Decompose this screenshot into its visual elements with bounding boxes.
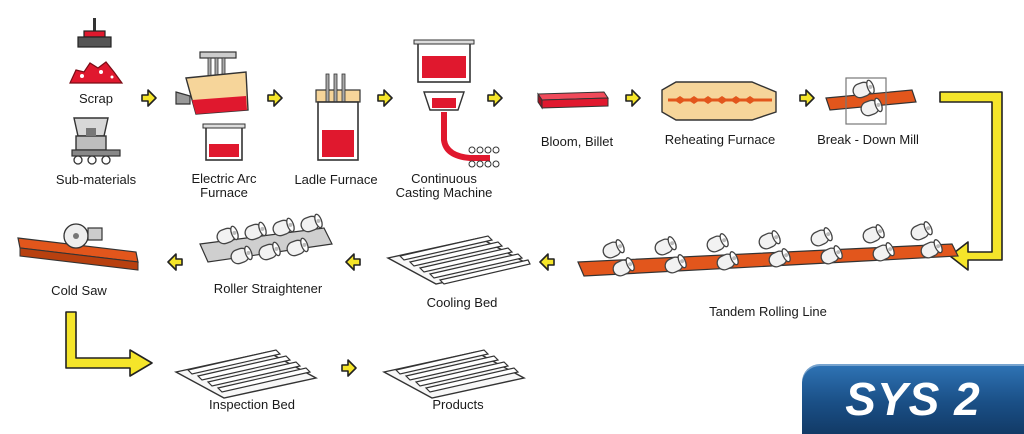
flow-arrow-icon bbox=[341, 359, 357, 377]
reheating-furnace-icon bbox=[661, 81, 777, 121]
ladle-small-icon bbox=[202, 123, 246, 161]
electric-arc-furnace-label: Electric Arc Furnace bbox=[191, 171, 257, 200]
inspection-bed-icon bbox=[175, 349, 317, 399]
continuous-casting-machine-label: Continuous Casting Machine bbox=[395, 171, 493, 200]
cold-saw-label: Cold Saw bbox=[51, 283, 107, 298]
products-label: Products bbox=[432, 397, 484, 412]
tandem-rolling-line-label: Tandem Rolling Line bbox=[709, 304, 827, 319]
cold-saw-icon bbox=[17, 223, 139, 271]
tandem-rolling-line-icon bbox=[577, 219, 959, 279]
cooling-bed-icon bbox=[387, 235, 531, 285]
break-down-mill-icon bbox=[825, 77, 917, 125]
reheating-furnace-label: Reheating Furnace bbox=[664, 132, 776, 147]
scrap-icon bbox=[69, 18, 124, 84]
roller-straightener-icon bbox=[199, 212, 333, 267]
connector-arrow-right-down bbox=[939, 91, 1003, 271]
bloom-billet-label: Bloom, Billet bbox=[540, 134, 614, 149]
roller-straightener-label: Roller Straightener bbox=[213, 281, 323, 296]
ladle-furnace-label: Ladle Furnace bbox=[294, 172, 378, 187]
sub-materials-label: Sub-materials bbox=[55, 172, 137, 187]
connector-arrow-down-right bbox=[65, 311, 153, 377]
ladle-furnace-icon bbox=[315, 73, 361, 161]
products-icon bbox=[383, 349, 525, 399]
inspection-bed-label: Inspection Bed bbox=[208, 397, 296, 412]
sub-materials-hopper-icon bbox=[71, 117, 121, 165]
bloom-billet-icon bbox=[537, 91, 609, 110]
scrap-label: Scrap bbox=[79, 91, 113, 106]
cooling-bed-label: Cooling Bed bbox=[426, 295, 498, 310]
continuous-casting-machine-icon bbox=[413, 39, 500, 168]
electric-arc-furnace-icon bbox=[175, 51, 249, 115]
break-down-mill-label: Break - Down Mill bbox=[817, 132, 919, 147]
system-badge: SYS 2 bbox=[802, 364, 1024, 434]
